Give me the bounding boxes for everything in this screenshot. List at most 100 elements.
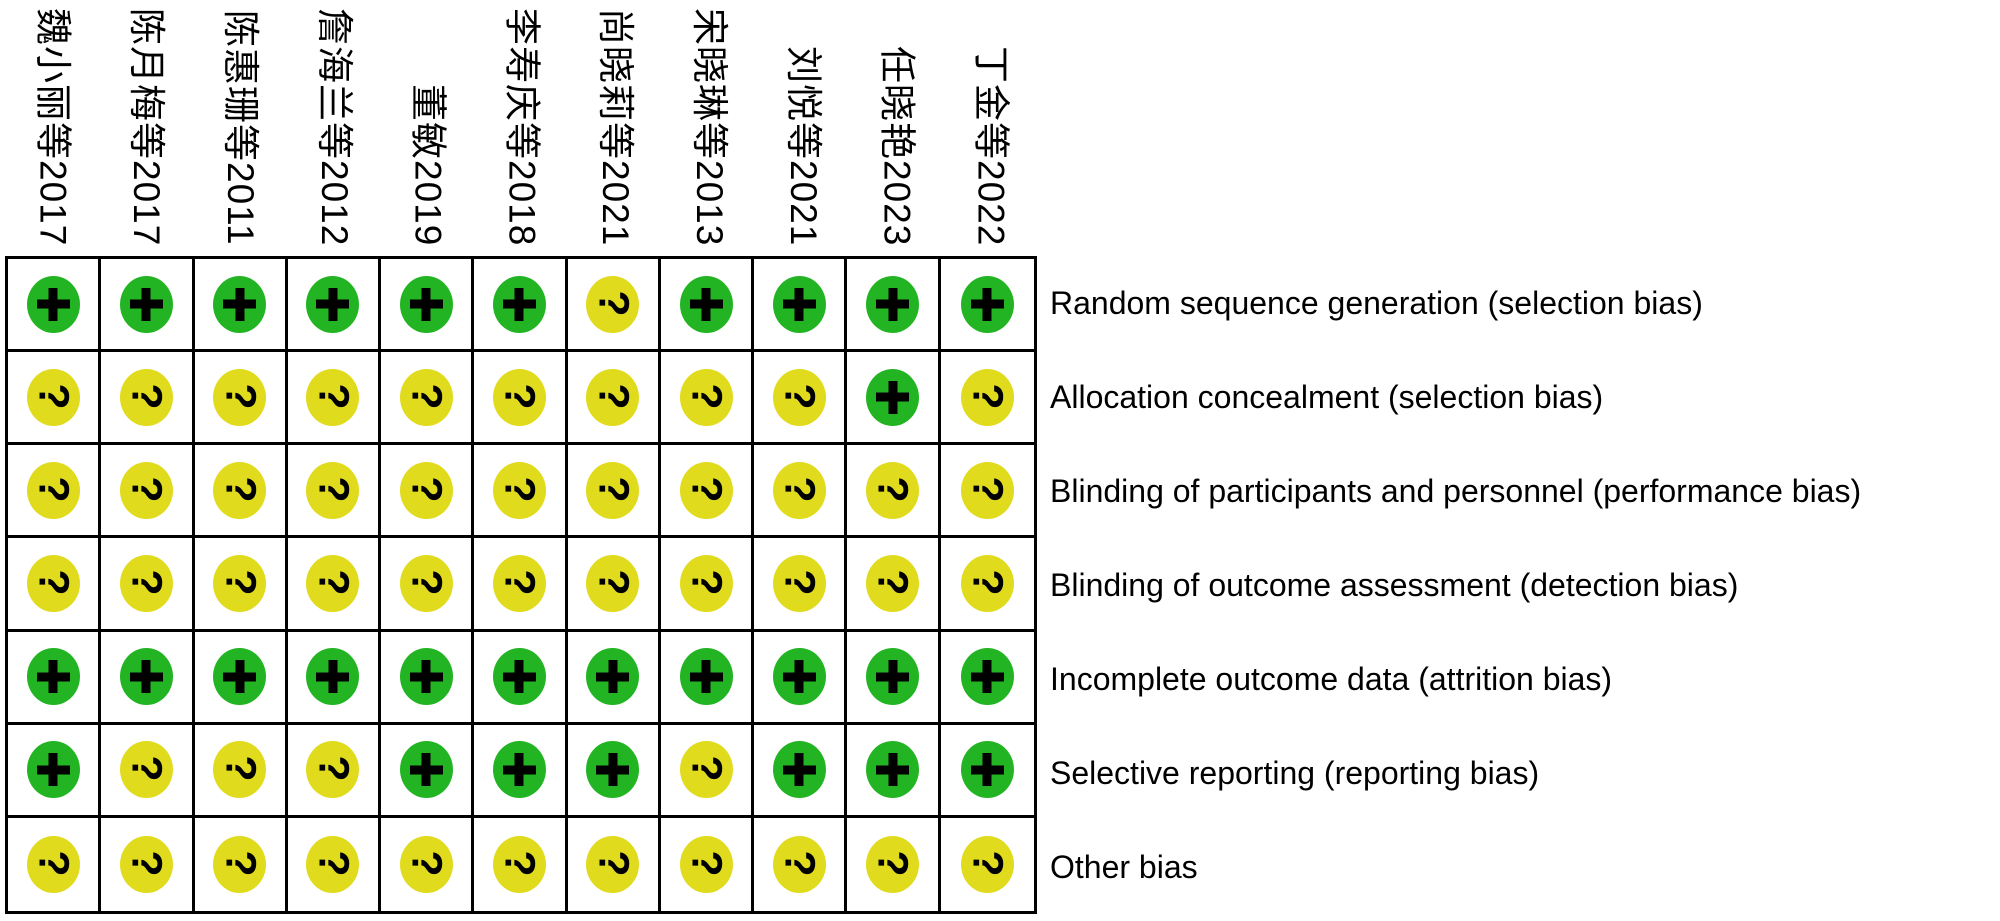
plus-icon [223, 660, 256, 693]
question-mark-icon: ? [775, 850, 824, 877]
judgement-cell: ? [101, 724, 195, 818]
question-mark-icon: ? [682, 755, 731, 782]
unclear-risk-dot: ? [866, 461, 920, 519]
unclear-risk-dot: ? [679, 741, 733, 799]
study-label: 宋晓琳等2013 [689, 7, 731, 246]
low-risk-dot [772, 741, 826, 799]
judgement-cell: ? [287, 724, 382, 818]
judgement-cell: ? [8, 817, 102, 911]
plus-icon [316, 288, 349, 321]
study-header-cell: 宋晓琳等2013 [662, 0, 756, 252]
judgement-cell: ? [381, 445, 475, 539]
judgement-cell [754, 259, 848, 353]
plus-icon [596, 753, 629, 786]
unclear-risk-dot: ? [399, 835, 453, 893]
judgement-cell [567, 724, 661, 818]
low-risk-dot [492, 648, 546, 706]
low-risk-dot [119, 648, 173, 706]
question-mark-icon: ? [869, 476, 918, 503]
unclear-risk-dot: ? [866, 554, 920, 612]
judgement-cell: ? [381, 817, 475, 911]
judgement-cell: ? [381, 538, 475, 632]
study-header-cell: 魏小丽等2017 [5, 0, 99, 252]
question-mark-icon: ? [869, 569, 918, 596]
question-mark-icon: ? [216, 850, 265, 877]
unclear-risk-dot: ? [306, 461, 360, 519]
question-mark-icon: ? [122, 383, 171, 410]
judgement-cell: ? [101, 352, 195, 446]
study-label: 尚晓莉等2021 [595, 7, 637, 246]
study-header-cell: 詹海兰等2012 [286, 0, 380, 252]
question-mark-icon: ? [29, 850, 78, 877]
judgement-cell: ? [194, 352, 288, 446]
question-mark-icon: ? [495, 569, 544, 596]
plus-icon [503, 660, 536, 693]
unclear-risk-dot: ? [492, 835, 546, 893]
study-header-cell: 李寿庆等2018 [474, 0, 568, 252]
low-risk-dot [960, 275, 1014, 333]
study-label: 丁金等2022 [970, 45, 1012, 246]
bias-domain-label: Selective reporting (reporting bias) [1050, 755, 1540, 791]
judgement-cell: ? [567, 352, 661, 446]
low-risk-dot [492, 741, 546, 799]
unclear-risk-dot: ? [119, 835, 173, 893]
plus-icon [971, 753, 1004, 786]
question-mark-icon: ? [682, 383, 731, 410]
question-mark-icon: ? [309, 569, 358, 596]
question-mark-icon: ? [216, 755, 265, 782]
study-header-cell: 陈月梅等2017 [99, 0, 193, 252]
judgement-cell: ? [474, 538, 568, 632]
plus-icon [130, 288, 163, 321]
unclear-risk-dot: ? [586, 835, 640, 893]
unclear-risk-dot: ? [213, 554, 267, 612]
judgement-cell: ? [847, 445, 941, 539]
judgement-cell: ? [940, 445, 1034, 539]
question-mark-icon: ? [122, 569, 171, 596]
judgement-cell [474, 259, 568, 353]
unclear-risk-dot: ? [772, 835, 826, 893]
question-mark-icon: ? [682, 476, 731, 503]
question-mark-icon: ? [589, 289, 638, 317]
study-header-cell: 陈惠珊等2011 [193, 0, 287, 252]
judgement-cell: ? [101, 445, 195, 539]
judgement-cell: ? [194, 445, 288, 539]
question-mark-icon: ? [589, 569, 638, 596]
unclear-risk-dot: ? [586, 461, 640, 519]
plus-icon [130, 660, 163, 693]
question-mark-icon: ? [402, 850, 451, 877]
judgement-cell: ? [940, 352, 1034, 446]
unclear-risk-dot: ? [306, 368, 360, 426]
question-mark-icon: ? [29, 476, 78, 503]
bias-domain-label: Incomplete outcome data (attrition bias) [1050, 661, 1613, 697]
plus-icon [690, 288, 723, 321]
low-risk-dot [399, 648, 453, 706]
study-header-cell: 刘悦等2021 [756, 0, 850, 252]
judgement-cell: ? [567, 445, 661, 539]
judgement-cell [660, 259, 755, 353]
question-mark-icon: ? [309, 383, 358, 410]
low-risk-dot [772, 275, 826, 333]
judgement-cell: ? [287, 538, 382, 632]
low-risk-dot [399, 275, 453, 333]
plus-icon [503, 288, 536, 321]
plus-icon [503, 753, 536, 786]
question-mark-icon: ? [589, 850, 638, 877]
plus-icon [690, 660, 723, 693]
low-risk-dot [679, 275, 733, 333]
question-mark-icon: ? [963, 850, 1012, 877]
bias-domain-label: Random sequence generation (selection bi… [1050, 285, 1703, 321]
low-risk-dot [492, 275, 546, 333]
plus-icon [316, 660, 349, 693]
low-risk-dot [213, 275, 267, 333]
unclear-risk-dot: ? [772, 461, 826, 519]
low-risk-dot [866, 648, 920, 706]
question-mark-icon: ? [775, 569, 824, 596]
judgement-cell: ? [287, 445, 382, 539]
unclear-risk-dot: ? [586, 368, 640, 426]
judgement-cell: ? [660, 352, 755, 446]
plus-icon [876, 288, 909, 321]
judgement-cell: ? [474, 352, 568, 446]
low-risk-dot [213, 648, 267, 706]
question-mark-icon: ? [309, 755, 358, 782]
judgement-cell: ? [754, 352, 848, 446]
